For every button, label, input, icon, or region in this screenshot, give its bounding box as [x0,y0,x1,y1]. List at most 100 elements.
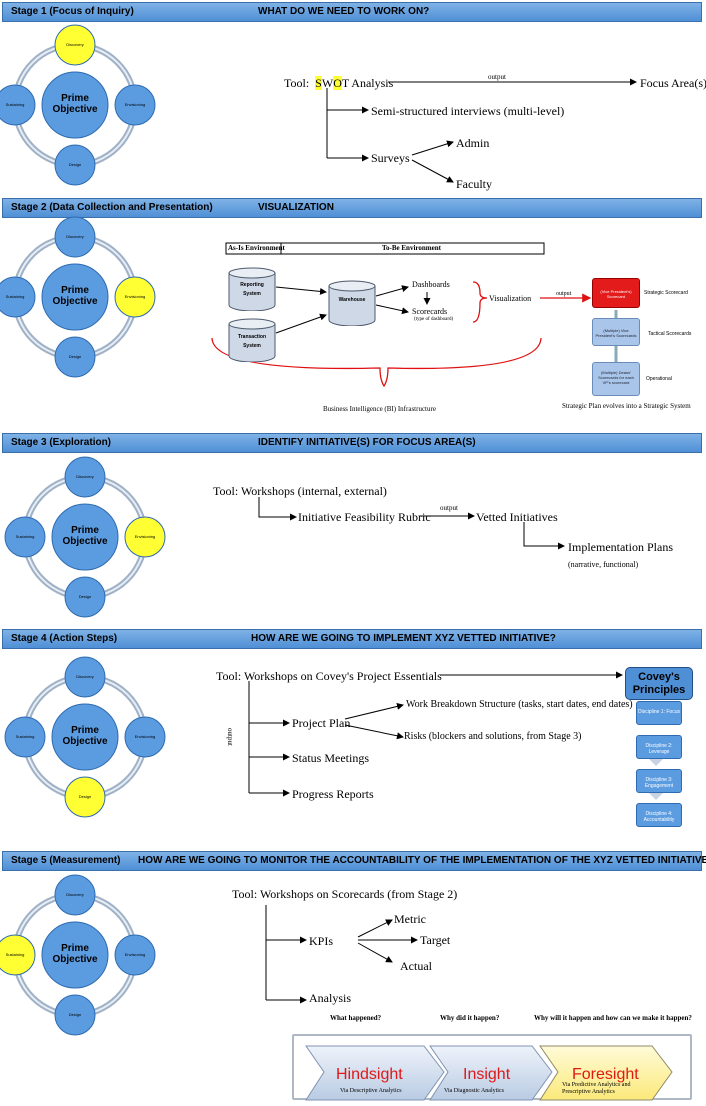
prime-objective-label: Prime Objective [62,725,108,747]
tool-prefix: Tool: [284,76,310,90]
cycle-node-top [54,874,96,916]
cycle-label-bottom: Design [68,1012,82,1017]
cycle-node-top [64,456,106,498]
cycle-node-top [54,24,96,66]
cycle-node-left [4,716,46,758]
dashboards: Dashboards [412,280,450,289]
stage-2-header: Stage 2 (Data Collection and Presentatio… [2,198,702,218]
cycle-label-bottom: Design [68,162,82,167]
cylinder-shape [228,318,276,362]
swot-t: T Analysis [341,76,394,90]
cycle-label-top: Discovery [66,42,84,47]
s5-tool: Tool: Workshops on Scorecards (from Stag… [232,887,458,901]
reporting-system: Reporting System [240,282,264,297]
operational-scorecard-box: (Multiple) Deans' Scorecards for each VP… [592,362,640,396]
admin: Admin [456,136,490,150]
foresight: Foresight [572,1066,639,1083]
stage-question: IDENTIFY INITIATIVE(S) FOR FOCUS AREA(S) [258,437,476,448]
stage-title: Stage 5 (Measurement) [11,855,121,866]
cycle-label-right: Envisioning [124,102,146,107]
hindsight-sub: Via Descriptive Analytics [340,1088,402,1094]
analysis: Analysis [309,991,351,1005]
faculty: Faculty [456,177,492,191]
scorecards-sub: (type of dashboard) [414,317,454,322]
bi-infrastructure: Business Intelligence (BI) Infrastructur… [323,405,436,413]
scorecards: Scorecards [412,307,448,316]
swot-s: S [315,76,322,90]
cycle-label-top: Discovery [76,674,94,679]
cycle-label-left: Sustaining [5,294,25,299]
target: Target [420,933,451,947]
vetted-initiatives: Vetted Initiatives [476,510,558,524]
to-be-label: To-Be Environment [382,244,441,252]
cycle-label-bottom: Design [78,794,92,799]
cycle-node-right [114,934,156,976]
stage-question: HOW ARE WE GOING TO IMPLEMENT XYZ VETTED… [251,633,556,644]
discipline-box: Discipline 4: Accountability [636,803,682,827]
cylinder-shape [328,280,376,326]
insight-sub: Via Diagnostic Analytics [444,1088,504,1094]
cycle-node-right [124,716,166,758]
cycle-node-bottom [54,994,96,1036]
cycle-node-bottom [54,336,96,378]
actual: Actual [400,959,432,973]
stage-question: VISUALIZATION [258,202,334,213]
status-meetings: Status Meetings [292,751,369,765]
prime-objective-node [41,921,109,989]
output-label: output [488,73,506,81]
hindsight: Hindsight [336,1066,403,1083]
swot-o: O [333,76,342,90]
swot-w: W [321,76,334,90]
discipline-box: Discipline 1: Focus [636,701,682,725]
as-is-label: As-Is Environment [228,244,285,252]
risks: Risks (blockers and solutions, from Stag… [404,731,582,742]
strategic-scorecard-box: (Vice President's) Scorecard [592,278,640,308]
focus-areas: Focus Area(s) [640,76,706,90]
prime-objective-label: Prime Objective [52,285,98,307]
cylinder-shape [228,267,276,311]
discipline-box: Discipline 3: Engagement [636,769,682,793]
cycle-node-left [0,276,36,318]
operational-label: Operational [646,376,672,382]
visualization: Visualization [489,294,532,303]
cycle-label-top: Discovery [66,234,84,239]
foresight-sub: Via Predictive Analytics and Prescriptiv… [562,1082,631,1095]
tactical-scorecard-box: (Multiple) Vice President's Scorecards [592,318,640,346]
cycle-label-left: Sustaining [5,952,25,957]
question-how: Why will it happen and how can we make i… [534,1014,692,1022]
cycle-node-bottom [64,576,106,618]
warehouse-cylinder [328,280,376,326]
cycle-node-bottom [64,776,106,818]
tactical-label: Tactical Scorecards [648,331,692,337]
output-label: output [440,504,458,512]
warehouse: Warehouse [338,297,366,303]
cycle-node-left [0,934,36,976]
insight-chevron [429,1045,553,1101]
cycle-label-right: Envisioning [134,534,156,539]
prime-objective-label: Prime Objective [52,93,98,115]
surveys: Surveys [371,151,410,165]
metric: Metric [394,912,426,926]
cycle-node-top [64,656,106,698]
transaction-system-cylinder [228,318,276,362]
s4-tool: Tool: Workshops on Covey's Project Essen… [216,669,442,683]
cycle-label-top: Discovery [66,892,84,897]
cycle-node-bottom [54,144,96,186]
cycle-node-left [4,516,46,558]
cycle-node-top [54,216,96,258]
implementation-sub: (narrative, functional) [568,560,639,569]
progress-reports: Progress Reports [292,787,374,801]
cycle-label-right: Envisioning [124,294,146,299]
strategic-plan: Strategic Plan evolves into a Strategic … [562,402,691,410]
cycle-label-right: Envisioning [124,952,146,957]
prime-objective-label: Prime Objective [52,943,98,965]
reporting-system-cylinder [228,267,276,311]
foresight-chevron [539,1045,673,1101]
project-plan: Project Plan [292,716,351,730]
stage-title: Stage 2 (Data Collection and Presentatio… [11,202,213,213]
